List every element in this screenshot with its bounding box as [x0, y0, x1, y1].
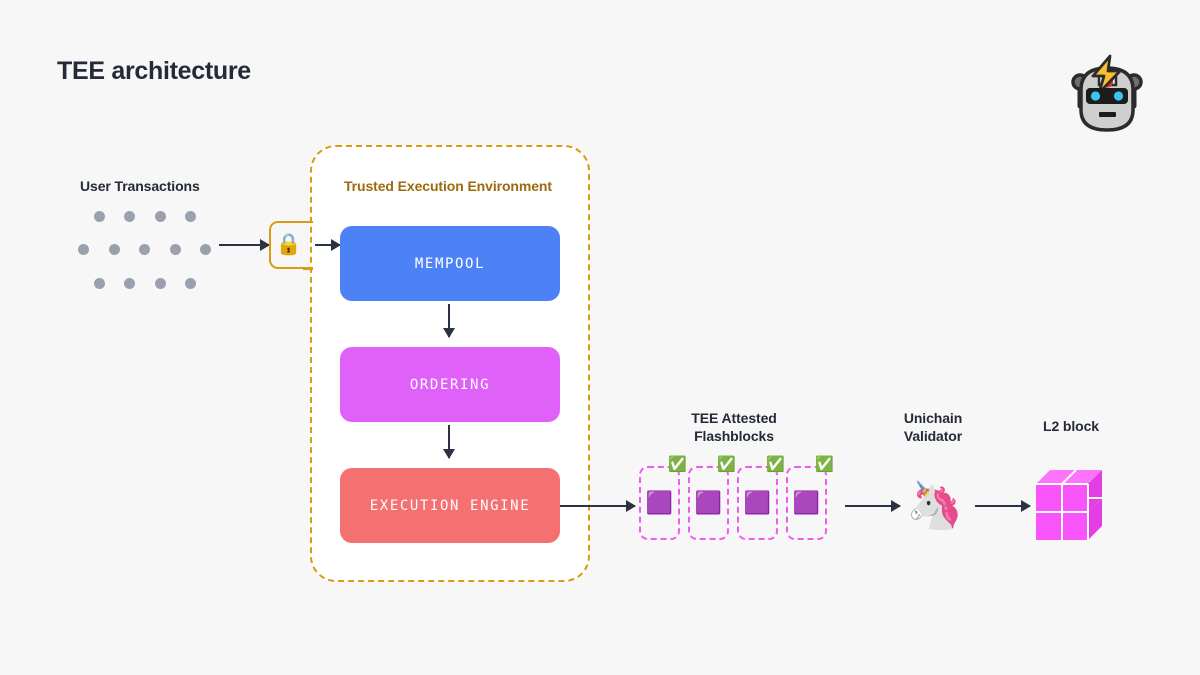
attested-check-icon: ✅	[766, 456, 785, 473]
arrow-flashblocks-to-validator	[845, 500, 901, 512]
encryption-gate	[269, 220, 313, 270]
user-transactions-dots	[74, 205, 219, 295]
unicorn-face-icon: 🦄	[906, 479, 964, 531]
validator-label: Unichain Validator	[892, 409, 974, 445]
flashblock-item[interactable]: ✅ 🟪	[737, 457, 785, 540]
arrow-transactions-to-gate	[219, 239, 270, 251]
flashblocks-row: ✅ 🟪 ✅ 🟪 ✅ 🟪 ✅ 🟪	[639, 457, 834, 540]
block-cube-icon: 🟪	[792, 490, 821, 515]
stage-ordering[interactable]: ORDERING	[340, 347, 560, 422]
arrow-gate-to-mempool	[315, 239, 341, 251]
transaction-dot	[94, 278, 105, 289]
flashblocks-label-line1: TEE Attested	[691, 410, 777, 426]
arrow-mempool-to-ordering	[443, 304, 455, 338]
transaction-dot	[155, 278, 166, 289]
flashblocks-label-line2: Flashblocks	[694, 428, 774, 444]
block-cube-icon: 🟪	[694, 490, 723, 515]
l2-block-icon	[1036, 466, 1108, 542]
transaction-dot	[78, 244, 89, 255]
stage-mempool[interactable]: MEMPOOL	[340, 226, 560, 301]
stage-execution-engine[interactable]: EXECUTION ENGINE	[340, 468, 560, 543]
lock-icon: 🔒	[275, 233, 303, 256]
transaction-dot	[124, 278, 135, 289]
arrow-validator-to-l2-block	[975, 500, 1031, 512]
transaction-dot	[170, 244, 181, 255]
flashblocks-label: TEE Attested Flashblocks	[686, 409, 782, 445]
validator-label-line2: Validator	[903, 428, 963, 444]
attested-check-icon: ✅	[815, 456, 834, 473]
arrow-execution-to-flashblocks	[560, 500, 636, 512]
arrow-ordering-to-execution	[443, 425, 455, 459]
transaction-dot	[109, 244, 120, 255]
page-title: TEE architecture	[57, 57, 251, 85]
user-transactions-label: User Transactions	[80, 178, 200, 194]
validator-label-line1: Unichain	[903, 410, 963, 426]
transaction-dot	[124, 211, 135, 222]
transaction-dot	[155, 211, 166, 222]
flashblock-item[interactable]: ✅ 🟪	[688, 457, 736, 540]
attested-check-icon: ✅	[668, 456, 687, 473]
block-cube-icon: 🟪	[645, 490, 674, 515]
l2-block-label: L2 block	[1043, 418, 1099, 434]
flashblock-item[interactable]: ✅ 🟪	[786, 457, 834, 540]
block-cube-icon: 🟪	[743, 490, 772, 515]
stage-execution-engine-label: EXECUTION ENGINE	[369, 497, 531, 514]
transaction-dot	[139, 244, 150, 255]
stage-ordering-label: ORDERING	[409, 376, 491, 393]
transaction-dot	[94, 211, 105, 222]
transaction-dot	[185, 211, 196, 222]
flashblock-item[interactable]: ✅ 🟪	[639, 457, 687, 540]
stage-mempool-label: MEMPOOL	[414, 255, 486, 272]
transaction-dot	[200, 244, 211, 255]
transaction-dot	[185, 278, 196, 289]
attested-check-icon: ✅	[717, 456, 736, 473]
robot-logo-icon	[1063, 48, 1151, 138]
tee-title: Trusted Execution Environment	[344, 178, 552, 194]
